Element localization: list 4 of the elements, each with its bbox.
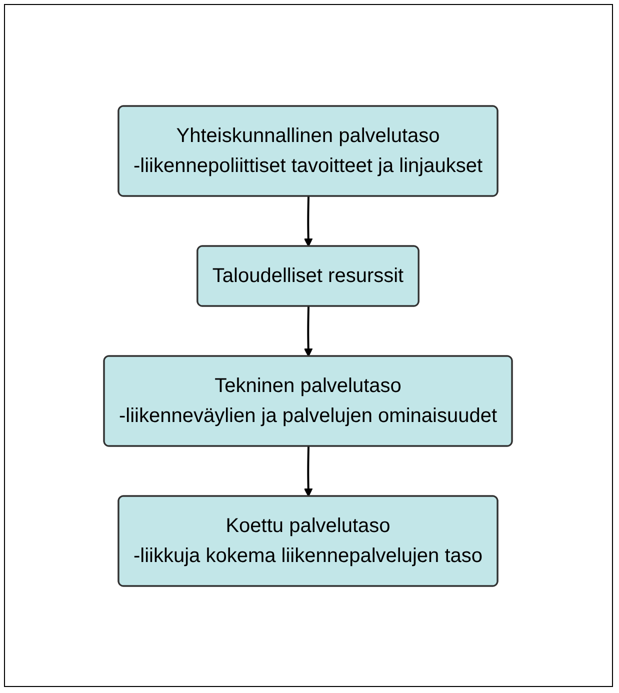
arrow [304, 306, 314, 356]
arrow [304, 446, 314, 496]
frame-border: Yhteiskunnallinen palvelutaso -liikennepoliittiset tavoitteet ja linjaukset Taloudelliset resurssit Tekninen palvelutaso -liikenneväylien ja palvelujen ominaisuudet Koettu palvelutaso -liikkuja kokema liikennepalvelujen taso [4, 4, 613, 687]
arrow [304, 196, 314, 246]
